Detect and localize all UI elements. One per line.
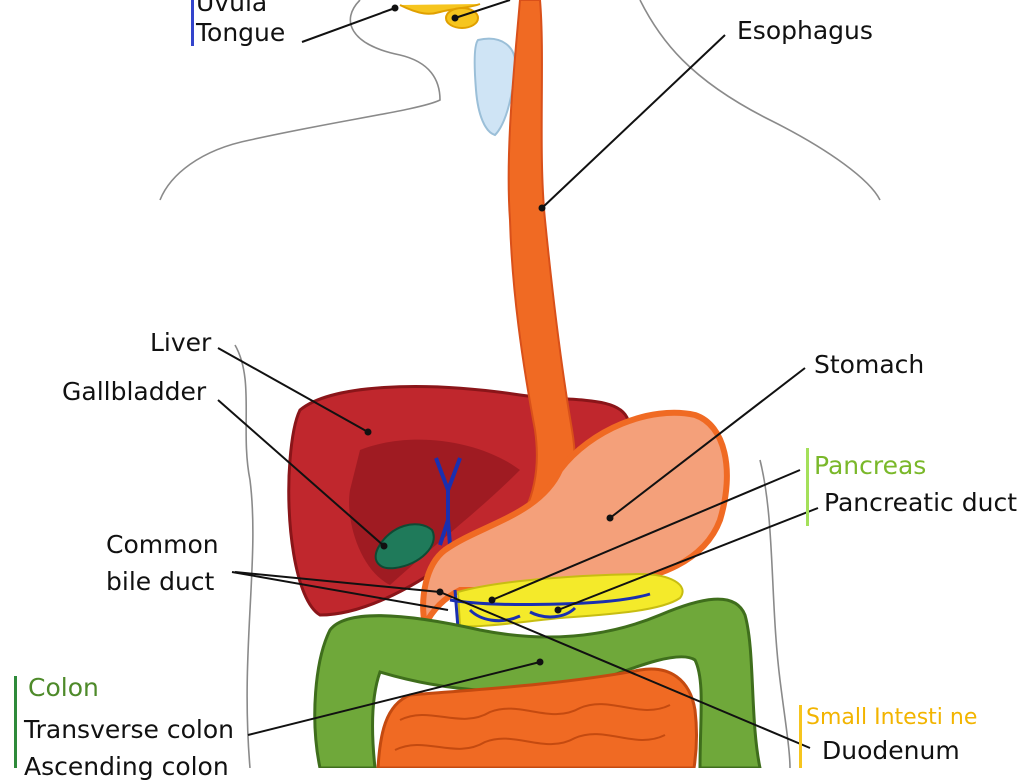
tongue-label: Tongue [196, 18, 286, 47]
transverse-colon-label: Transverse colon [24, 715, 234, 744]
pancreas-shape [456, 572, 684, 628]
small-intestine-shape [376, 667, 699, 770]
liver-label: Liver [150, 328, 212, 357]
gallbladder-label: Gallbladder [62, 377, 207, 406]
pancreas-label: Pancreas [814, 451, 927, 480]
small-intestine-group-bar [799, 705, 802, 768]
colon-group-bar [14, 676, 17, 768]
pancreatic-duct-label: Pancreatic duct [824, 488, 1017, 517]
leader-lines [217, 0, 819, 749]
mouth-group-bar [191, 0, 194, 46]
common-bile-duct-label-line1: Common [106, 530, 219, 559]
ascending-colon-label: Ascending colon [24, 752, 229, 781]
pancreas-group-bar [806, 448, 809, 526]
uvula-label: Uvula [196, 0, 268, 17]
small-intestine-label: Small Intesti ne [806, 705, 978, 730]
pharynx [473, 37, 517, 137]
duodenum-label: Duodenum [822, 736, 960, 765]
colon-label: Colon [28, 673, 99, 702]
stomach-label: Stomach [814, 350, 925, 379]
gallbladder-shape [374, 523, 435, 570]
body-outline [159, 0, 881, 769]
common-bile-duct-label-line2: bile duct [106, 567, 215, 596]
esophagus-label: Esophagus [737, 16, 873, 45]
